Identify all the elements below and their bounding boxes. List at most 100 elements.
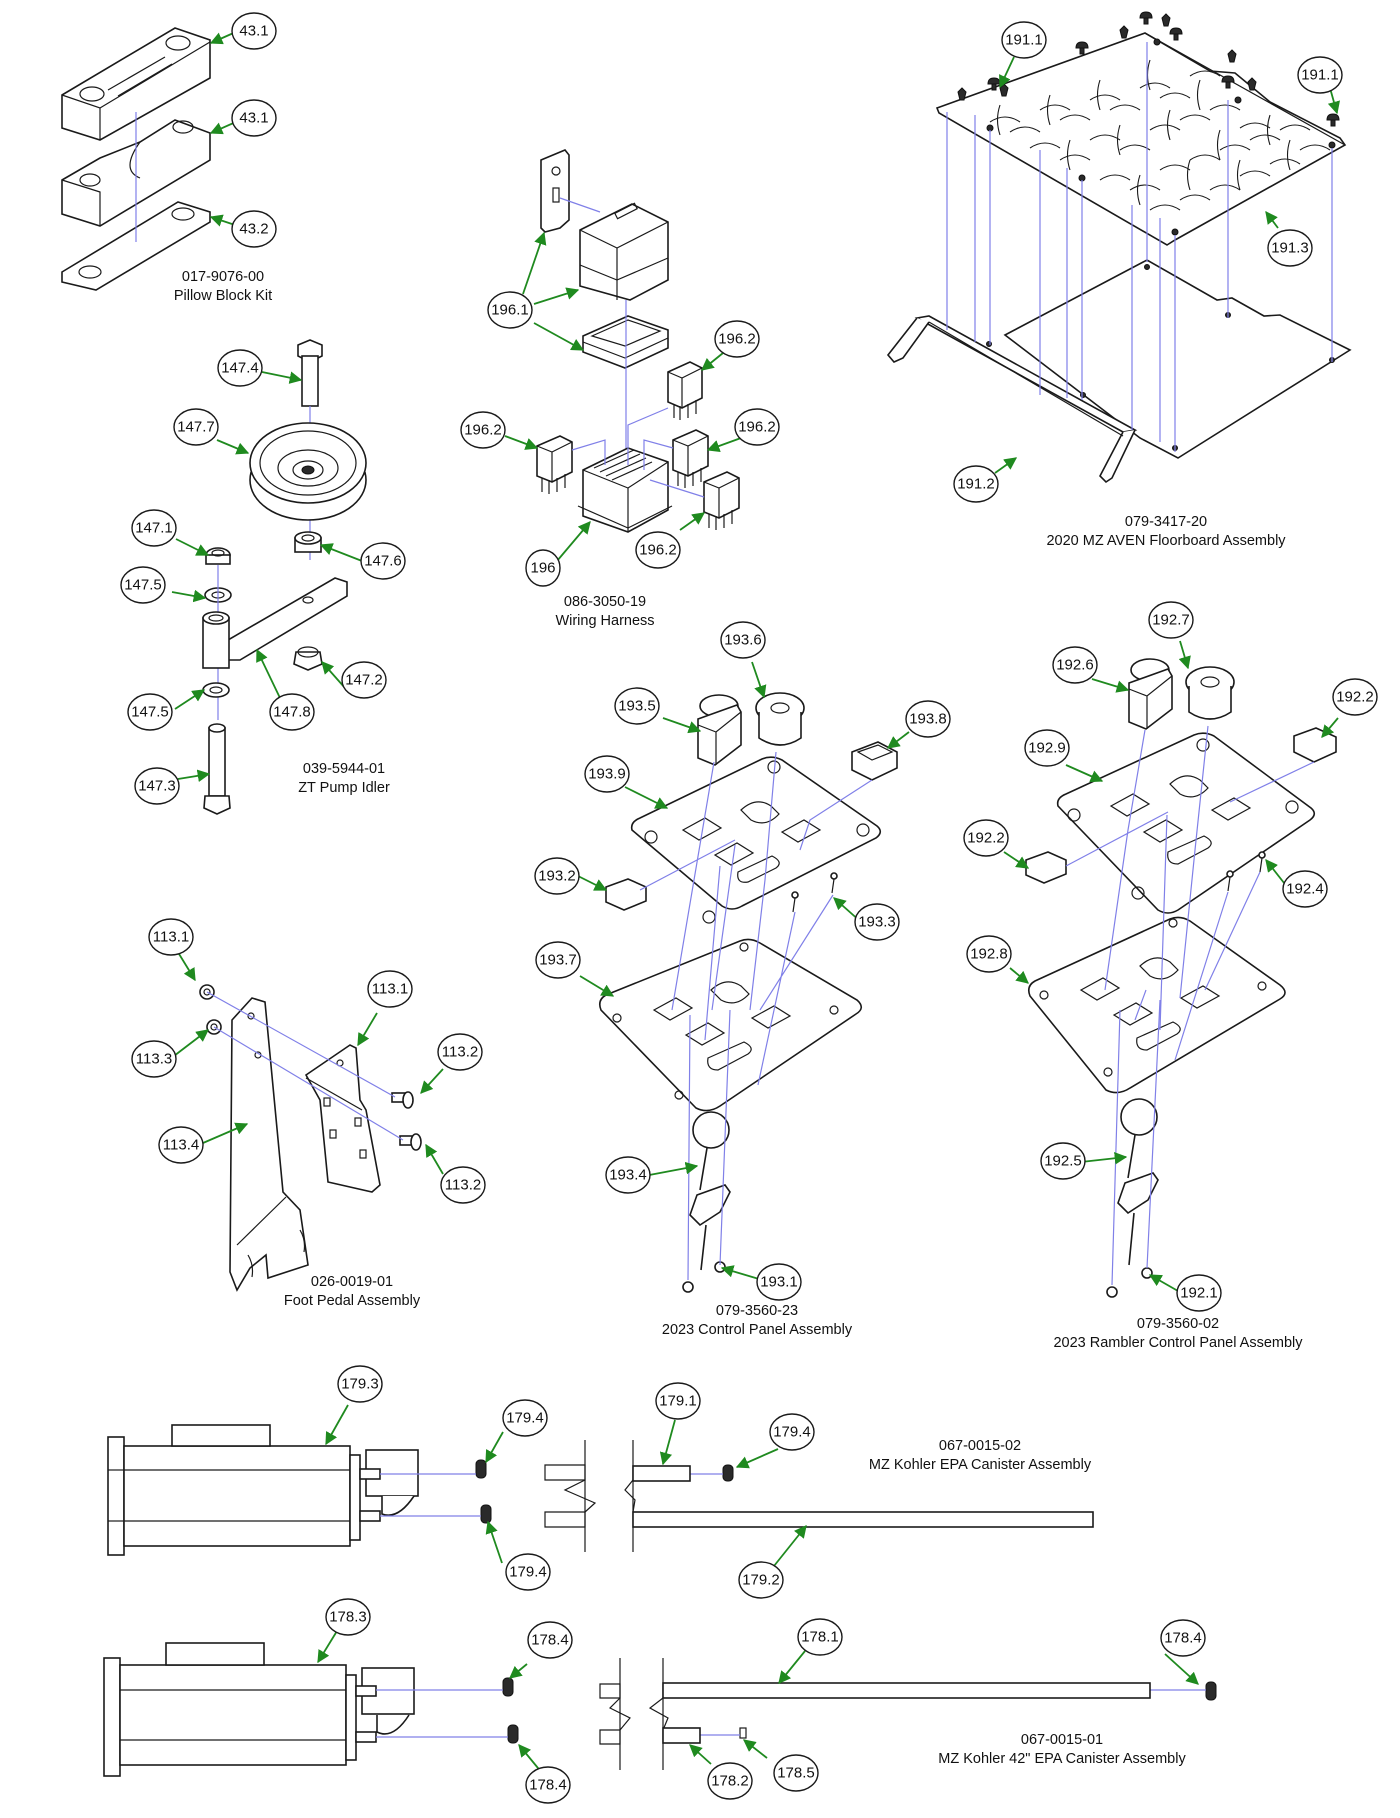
- callout-bubble: [1267, 229, 1313, 267]
- callout-label: 178.2: [711, 1773, 749, 1790]
- callout-bubble: [534, 857, 580, 895]
- harness-bracket: [540, 149, 570, 233]
- callout-147-4: 147.4: [217, 349, 263, 387]
- idler-bolt: [297, 339, 323, 407]
- callout-192-8: 192.8: [966, 935, 1012, 973]
- callout-label: 193.6: [724, 632, 762, 649]
- callout-label: 192.8: [970, 946, 1008, 963]
- callout-bubble: [173, 408, 219, 446]
- callout-bubble: [148, 918, 194, 956]
- harness-relay-3: [672, 429, 709, 488]
- callout-label: 113.2: [442, 1044, 478, 1061]
- assembly-epa-canister: [107, 1424, 1094, 1556]
- assembly-wiring-harness: [536, 149, 740, 533]
- callout-label: 192.2: [1336, 689, 1374, 706]
- callout-113-1: 113.1: [367, 970, 413, 1008]
- callout-bubble: [1148, 601, 1194, 639]
- callout-193-1: 193.1: [756, 1263, 802, 1301]
- caption-name: MZ Kohler 42" EPA Canister Assembly: [938, 1751, 1186, 1767]
- callout-bubble: [614, 687, 660, 725]
- callout-bubble: [1332, 678, 1378, 716]
- callout-bubble: [158, 1126, 204, 1164]
- callout-label: 147.3: [138, 778, 176, 795]
- callout-bubble: [525, 1766, 571, 1804]
- idler-pivot-pin: [203, 723, 231, 815]
- callout-bubble: [1160, 1619, 1206, 1657]
- callout-label: 147.2: [345, 672, 383, 689]
- callout-193-8: 193.8: [905, 700, 951, 738]
- callout-bubble: [131, 1040, 177, 1078]
- caption-name: Foot Pedal Assembly: [284, 1293, 421, 1309]
- callout-bubble: [905, 700, 951, 738]
- callout-label: 192.7: [1152, 612, 1190, 629]
- callout-label: 113.1: [372, 981, 408, 998]
- callout-178-5: 178.5: [773, 1754, 819, 1792]
- control-switch-pto: [697, 694, 742, 766]
- callout-178-4: 178.4: [1160, 1619, 1206, 1657]
- rambler-switch-pto: [1128, 658, 1173, 730]
- callout-label: 179.1: [659, 1393, 697, 1410]
- callout-label: 191.1: [1005, 32, 1043, 49]
- rambler-bottom-plate: [1028, 916, 1286, 1094]
- callout-label: 113.4: [163, 1137, 199, 1154]
- callout-bubble: [1282, 870, 1328, 908]
- callout-label: 192.5: [1044, 1153, 1082, 1170]
- callout-label: 191.3: [1271, 240, 1309, 257]
- rambler-ignition-switch: [1185, 666, 1235, 720]
- callout-label: 191.2: [957, 476, 995, 493]
- caption-name: ZT Pump Idler: [298, 780, 390, 796]
- rambler-plug-right: [1293, 727, 1337, 763]
- callout-bubble: [714, 320, 760, 358]
- assembly-foot-pedal: [199, 984, 422, 1292]
- callout-147-1: 147.1: [131, 509, 177, 547]
- callout-191-3: 191.3: [1267, 229, 1313, 267]
- callout-bubble: [231, 12, 277, 50]
- callout-193-4: 193.4: [605, 1156, 651, 1194]
- callout-bubble: [231, 210, 277, 248]
- control-top-plate: [630, 756, 882, 924]
- callout-bubble: [487, 291, 533, 329]
- callout-label: 43.1: [239, 110, 268, 127]
- caption-name: 2020 MZ AVEN Floorboard Assembly: [1046, 533, 1286, 549]
- callout-193-9: 193.9: [584, 755, 630, 793]
- control-nuts: [682, 1261, 726, 1293]
- callout-label: 43.2: [239, 221, 268, 238]
- caption-part-number: 067-0015-02: [939, 1438, 1021, 1454]
- harness-relay-2: [536, 435, 573, 494]
- callout-bubble: [1024, 729, 1070, 767]
- rambler-top-plate: [1056, 732, 1316, 914]
- callout-label: 179.4: [509, 1564, 547, 1581]
- callout-bubble: [134, 767, 180, 805]
- callout-label: 192.1: [1180, 1285, 1218, 1302]
- control-plug-right: [851, 741, 898, 781]
- idler-nut-lower: [293, 646, 323, 671]
- callout-label: 178.4: [1164, 1630, 1202, 1647]
- callout-label: 191.1: [1301, 67, 1339, 84]
- caption-name: 2023 Control Panel Assembly: [662, 1322, 853, 1338]
- callout-label: 193.4: [609, 1167, 647, 1184]
- idler-arm: [202, 577, 348, 669]
- callout-label: 147.6: [364, 553, 402, 570]
- callout-label: 192.6: [1056, 657, 1094, 674]
- rambler-plug-left: [1025, 851, 1067, 884]
- callout-179-4: 179.4: [505, 1553, 551, 1591]
- callout-bubble: [953, 465, 999, 503]
- callout-179-1: 179.1: [655, 1382, 701, 1420]
- callout-label: 192.2: [967, 830, 1005, 847]
- control-screw: [791, 872, 838, 913]
- canister-178-body: [103, 1642, 415, 1777]
- callout-label: 147.4: [221, 360, 259, 377]
- caption-part-number: 086-3050-19: [564, 594, 646, 610]
- canister-179-body: [107, 1424, 419, 1556]
- callout-label: 196.1: [491, 302, 529, 319]
- harness-fuse-box: [577, 447, 673, 533]
- callout-43-1: 43.1: [231, 12, 277, 50]
- callout-label: 178.3: [329, 1609, 367, 1626]
- caption-name: Wiring Harness: [555, 613, 654, 629]
- callout-178-2: 178.2: [707, 1762, 753, 1800]
- callout-bubble: [360, 542, 406, 580]
- callout-bubble: [769, 1413, 815, 1451]
- callout-label: 178.5: [777, 1765, 815, 1782]
- callout-192-4: 192.4: [1282, 870, 1328, 908]
- callout-196-1: 196.1: [487, 291, 533, 329]
